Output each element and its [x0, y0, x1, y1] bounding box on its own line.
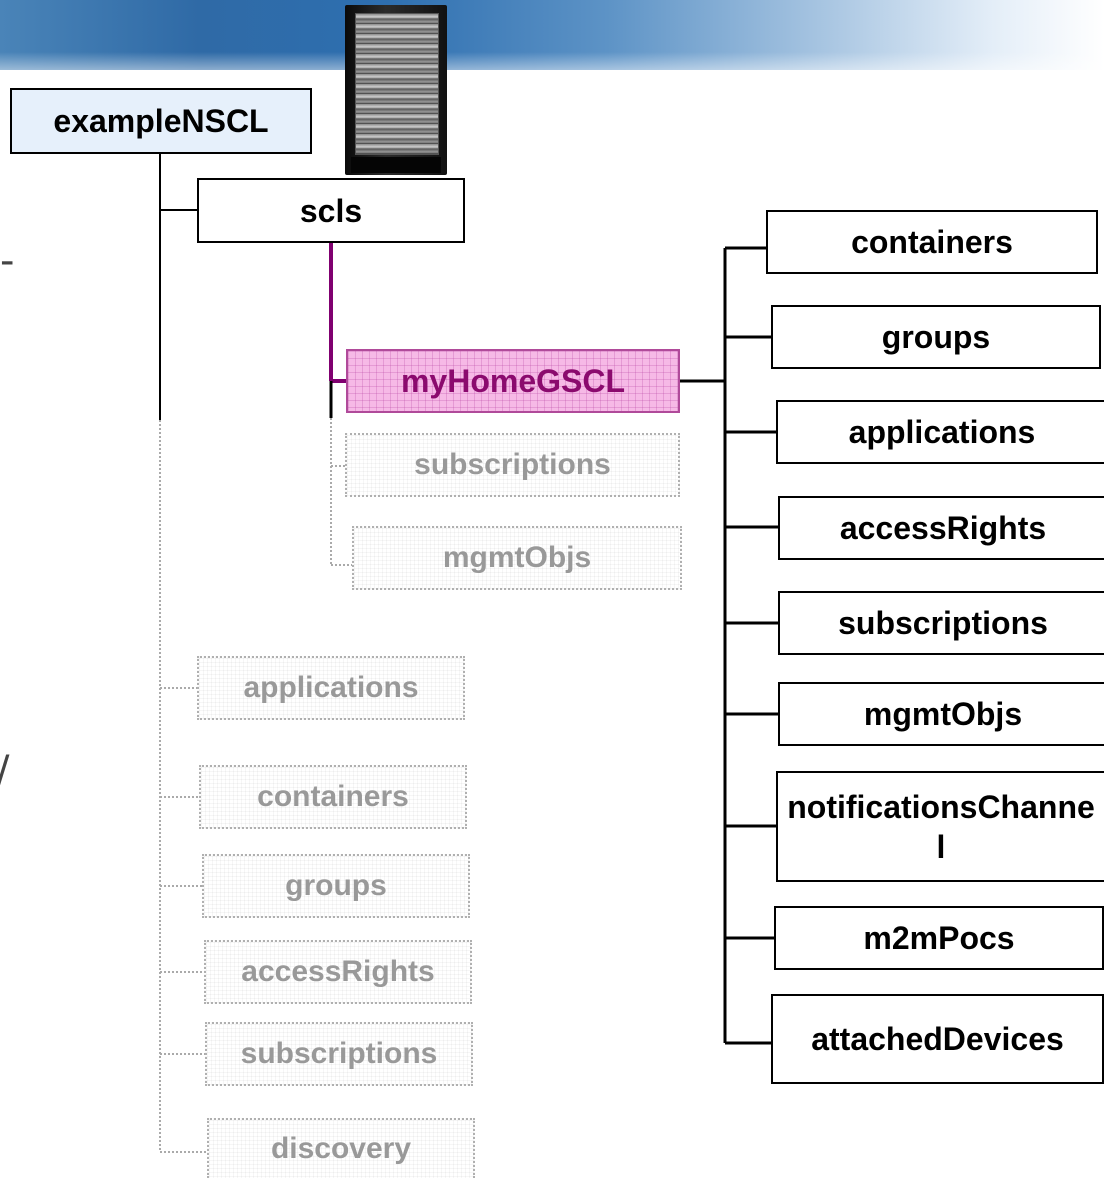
node-label: myHomeGSCL: [400, 363, 626, 399]
node-label: subscriptions: [414, 448, 611, 481]
node-example-nscl: exampleNSCL: [10, 88, 312, 154]
node-label: subscriptions: [838, 605, 1048, 641]
node-label: groups: [285, 869, 387, 902]
node-containers: containers: [766, 210, 1098, 274]
node-m2m-pocs: m2mPocs: [774, 906, 1104, 970]
node-label: containers: [257, 780, 409, 813]
node-label: accessRights: [839, 510, 1047, 546]
node-scls: scls: [197, 178, 465, 243]
node-ghost-subscriptions-root: subscriptions: [205, 1022, 473, 1086]
node-mgmt-objs: mgmtObjs: [778, 682, 1104, 746]
node-label: applications: [243, 671, 419, 704]
node-subscriptions: subscriptions: [778, 591, 1104, 655]
node-label: discovery: [270, 1132, 412, 1165]
node-applications: applications: [776, 400, 1104, 464]
node-ghost-subscriptions: subscriptions: [345, 433, 680, 497]
node-notifications-channel: notificationsChannel: [776, 771, 1104, 882]
node-label: subscriptions: [240, 1037, 438, 1070]
node-label: mgmtObjs: [442, 541, 592, 574]
node-access-rights: accessRights: [778, 496, 1104, 560]
node-ghost-applications: applications: [197, 656, 465, 720]
node-ghost-access-rights: accessRights: [204, 940, 472, 1004]
node-label: groups: [881, 319, 991, 355]
node-label: applications: [848, 414, 1036, 450]
node-ghost-containers: containers: [199, 765, 467, 829]
edge-mark-dash: -: [0, 238, 15, 284]
edge-mark-slash: /: [0, 748, 9, 794]
node-label: containers: [851, 224, 1013, 260]
node-ghost-mgmt-objs: mgmtObjs: [352, 526, 682, 590]
node-label: accessRights: [241, 955, 435, 988]
node-label: scls: [299, 192, 363, 229]
node-attached-devices: attachedDevices: [771, 994, 1104, 1084]
node-ghost-discovery: discovery: [207, 1118, 475, 1178]
node-label: mgmtObjs: [863, 696, 1023, 732]
header-banner-fade: [0, 52, 1104, 92]
node-label: exampleNSCL: [53, 103, 269, 139]
node-label: notificationsChannel: [787, 788, 1095, 865]
node-ghost-groups: groups: [202, 854, 470, 918]
server-rack-icon: [345, 5, 447, 175]
node-label: attachedDevices: [811, 1021, 1064, 1057]
node-groups: groups: [771, 305, 1101, 369]
node-label: m2mPocs: [863, 920, 1015, 956]
node-my-home-gscl: myHomeGSCL: [346, 349, 680, 413]
